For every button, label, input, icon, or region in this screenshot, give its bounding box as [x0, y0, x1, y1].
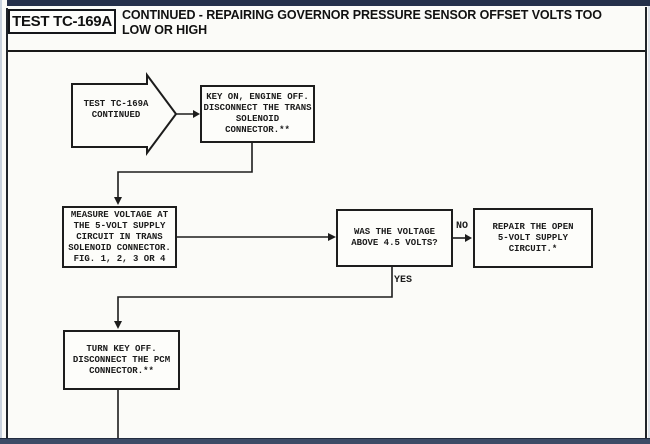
no-branch-label: NO	[456, 221, 469, 232]
arrowhead-measure	[114, 197, 122, 205]
start-arrow-label: TEST TC-169A CONTINUED	[83, 99, 149, 120]
frame-left-border	[6, 8, 8, 438]
header-top-bar	[7, 0, 650, 6]
step-key-on-box: KEY ON, ENGINE OFF. DISCONNECT THE TRANS…	[200, 85, 315, 143]
scan-edge-right	[648, 0, 650, 444]
footer-bottom-bar	[0, 438, 650, 444]
test-id-box: TEST TC-169A	[8, 9, 116, 34]
test-id-label: TEST TC-169A	[12, 13, 112, 30]
arrowhead-decision	[328, 233, 336, 241]
frame-top-rule	[7, 50, 647, 52]
arrowhead-repair	[465, 234, 472, 242]
decision-voltage-box: WAS THE VOLTAGE ABOVE 4.5 VOLTS?	[336, 209, 453, 267]
connector-keyon-to-measure	[117, 143, 253, 198]
arrowhead-keyon	[193, 110, 200, 118]
page-title: CONTINUED - REPAIRING GOVERNOR PRESSURE …	[122, 8, 602, 37]
step-turn-key-off-box: TURN KEY OFF. DISCONNECT THE PCM CONNECT…	[63, 330, 180, 390]
frame-right-border	[645, 7, 647, 438]
connector-yes-to-turnkey	[117, 267, 393, 322]
step-measure-box: MEASURE VOLTAGE AT THE 5-VOLT SUPPLY CIR…	[62, 206, 177, 268]
yes-branch-label: YES	[394, 275, 413, 286]
arrowhead-turnkey	[114, 321, 122, 329]
step-repair-box: REPAIR THE OPEN 5-VOLT SUPPLY CIRCUIT.*	[473, 208, 593, 268]
scan-edge-left	[0, 0, 2, 444]
